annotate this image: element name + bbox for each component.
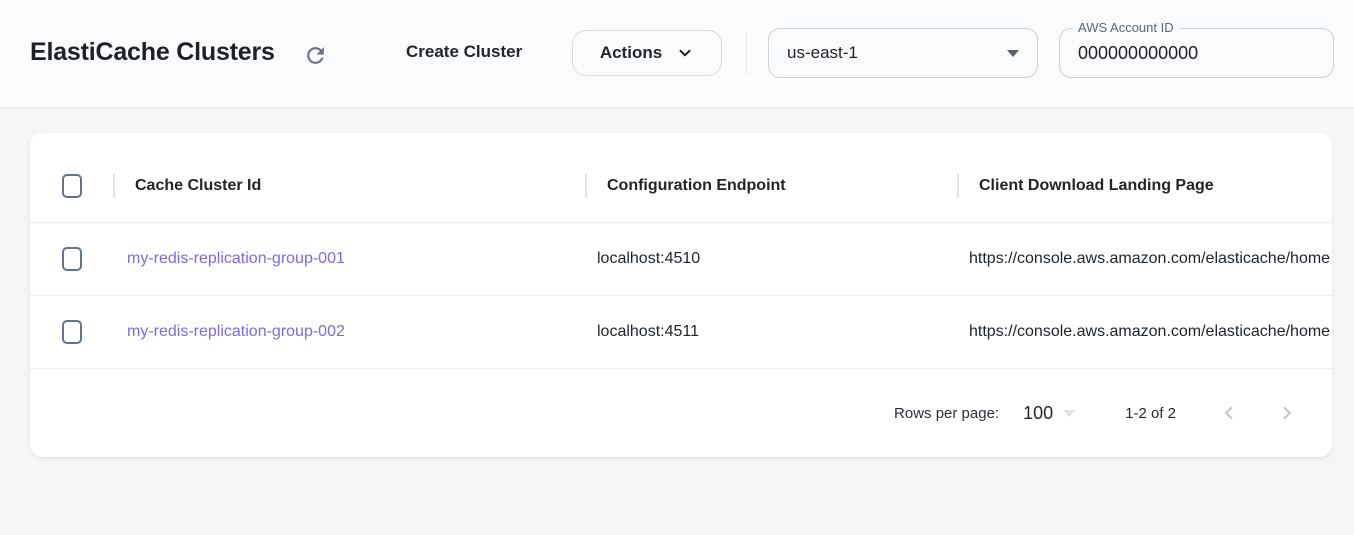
actions-button-label: Actions [599, 43, 663, 62]
cell-client-download-landing-page: https://console.aws.amazon.com/elasticac… [957, 250, 1332, 268]
rows-per-page-label: Rows per page: [894, 404, 1000, 422]
table-header-row: Cache Cluster Id Configuration Endpoint … [30, 149, 1332, 223]
table-row: my-redis-replication-group-001 localhost… [30, 223, 1332, 296]
cell-cache-cluster-id: my-redis-replication-group-002 [113, 323, 585, 341]
page-title: ElastiCache Clusters [30, 38, 275, 66]
column-separator [585, 173, 587, 198]
region-select[interactable]: us-east-1 [768, 28, 1038, 78]
row-checkbox-cell [30, 320, 113, 344]
header-cell-client-download-landing-page: Client Download Landing Page [957, 173, 1332, 198]
select-row-checkbox[interactable] [61, 320, 82, 344]
refresh-icon [303, 43, 328, 68]
toolbar-divider [746, 33, 747, 74]
top-toolbar: ElastiCache Clusters Create Cluster Acti… [0, 0, 1354, 108]
create-cluster-button[interactable]: Create Cluster [406, 42, 523, 61]
column-header-label: Configuration Endpoint [607, 176, 786, 194]
aws-account-id-label: AWS Account ID [1073, 20, 1179, 35]
rows-per-page-value: 100 [1023, 402, 1054, 423]
column-separator [957, 173, 959, 198]
chevron-right-icon [1274, 400, 1300, 426]
table-pagination: Rows per page: 100 1-2 of 2 [30, 369, 1332, 457]
header-cell-configuration-endpoint: Configuration Endpoint [585, 173, 957, 198]
cluster-id-link[interactable]: my-redis-replication-group-002 [127, 323, 345, 340]
aws-account-id-input[interactable] [1060, 29, 1333, 77]
rows-per-page-select[interactable]: 100 [1023, 402, 1076, 424]
cell-configuration-endpoint: localhost:4510 [585, 250, 957, 268]
rows-per-page-caret-icon [1063, 409, 1076, 417]
select-all-checkbox[interactable] [61, 173, 82, 198]
actions-button[interactable]: Actions [572, 30, 722, 76]
configuration-endpoint-value: localhost:4511 [597, 323, 699, 340]
column-separator [113, 173, 115, 198]
cell-configuration-endpoint: localhost:4511 [585, 323, 957, 341]
chevron-down-icon [676, 44, 694, 62]
header-cell-cache-cluster-id: Cache Cluster Id [113, 173, 585, 198]
pagination-range-label: 1-2 of 2 [1125, 404, 1176, 422]
row-checkbox-cell [30, 247, 113, 271]
next-page-button[interactable] [1274, 400, 1300, 426]
refresh-button[interactable] [300, 40, 330, 70]
landing-page-url: https://console.aws.amazon.com/elasticac… [969, 323, 1331, 340]
column-header-label: Client Download Landing Page [979, 176, 1214, 194]
table-row: my-redis-replication-group-002 localhost… [30, 296, 1332, 369]
select-row-checkbox[interactable] [61, 247, 82, 271]
previous-page-button[interactable] [1216, 400, 1242, 426]
cell-cache-cluster-id: my-redis-replication-group-001 [113, 250, 585, 268]
cell-client-download-landing-page: https://console.aws.amazon.com/elasticac… [957, 323, 1332, 341]
column-header-label: Cache Cluster Id [135, 176, 262, 194]
aws-account-id-field: AWS Account ID [1059, 20, 1334, 78]
clusters-table-card: Cache Cluster Id Configuration Endpoint … [30, 133, 1332, 457]
region-select-value: us-east-1 [787, 43, 858, 62]
cluster-id-link[interactable]: my-redis-replication-group-001 [127, 250, 345, 267]
header-checkbox-cell [30, 173, 113, 198]
dropdown-caret-icon [1007, 49, 1019, 57]
landing-page-url: https://console.aws.amazon.com/elasticac… [969, 250, 1331, 267]
chevron-left-icon [1216, 400, 1242, 426]
configuration-endpoint-value: localhost:4510 [597, 250, 701, 267]
